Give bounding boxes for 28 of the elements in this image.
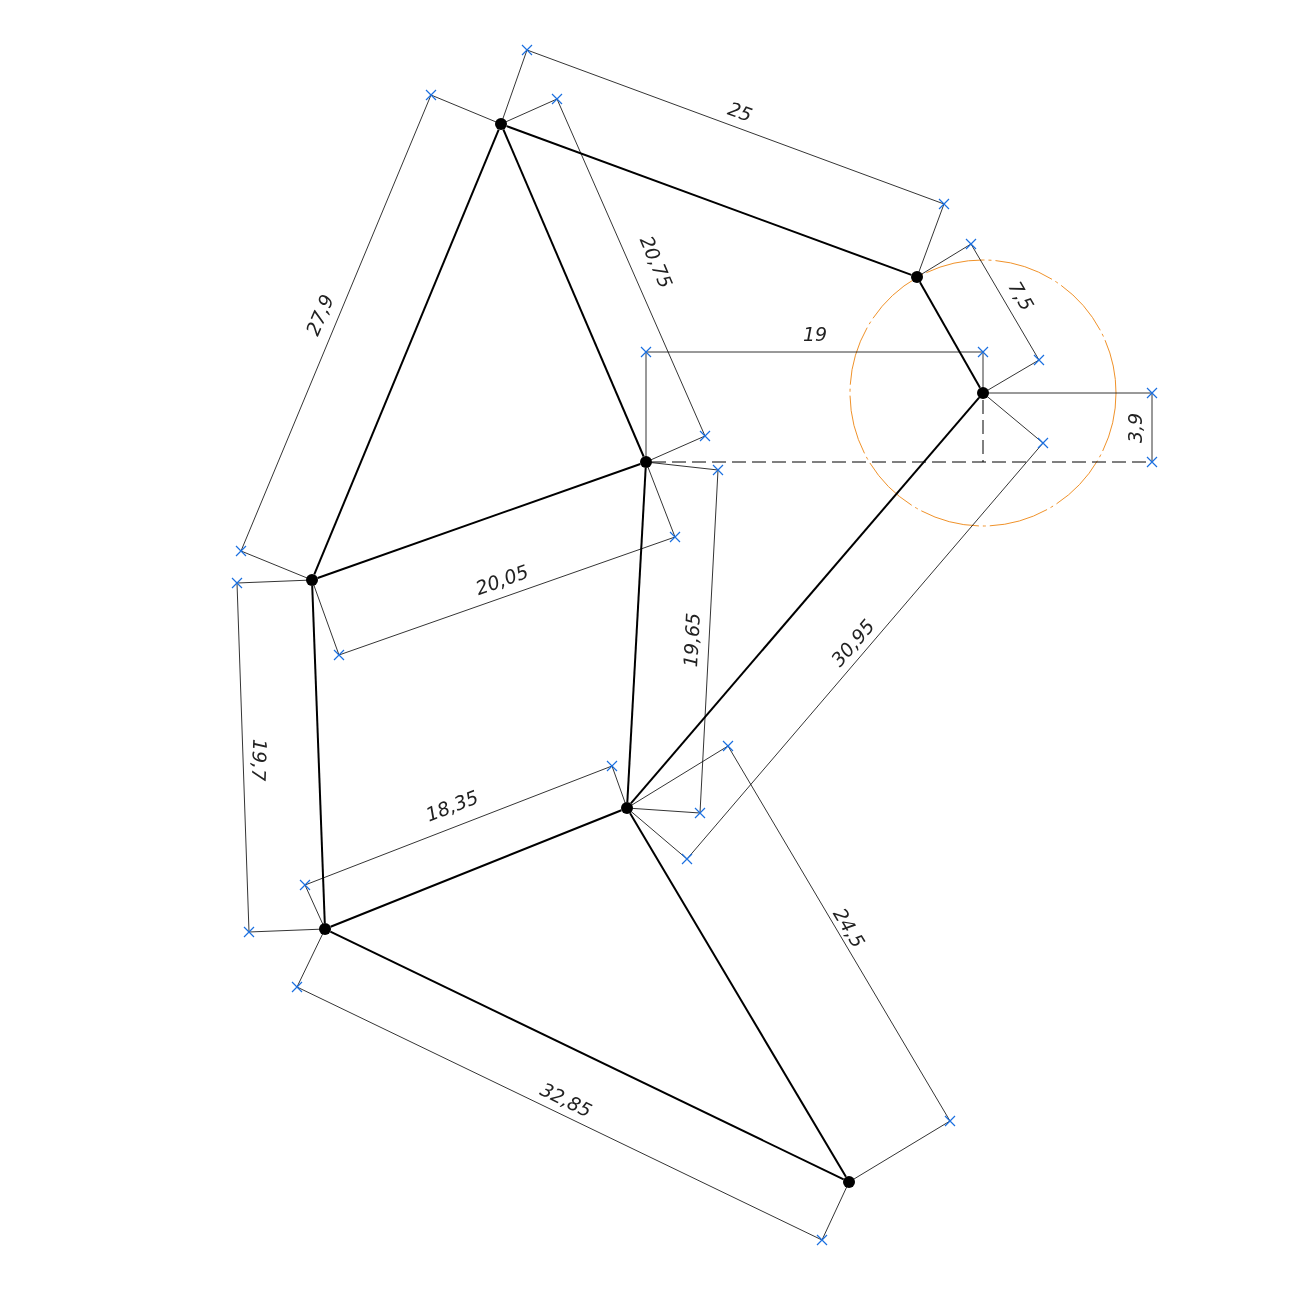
dimension-text: 3,9 — [1125, 412, 1145, 444]
line-segment — [629, 396, 981, 805]
point-dot — [911, 271, 923, 283]
dimension-text: 19,65 — [681, 612, 703, 668]
point-dot — [306, 574, 318, 586]
dimension-text: 27,9 — [303, 291, 337, 339]
line-segment — [918, 281, 982, 389]
dimension-text: 19,7 — [248, 738, 270, 782]
line-segment — [505, 125, 913, 276]
line-segment — [316, 463, 642, 579]
line-segment — [629, 812, 847, 1178]
line-segment — [311, 585, 326, 924]
line-segment — [329, 809, 623, 928]
line-segment — [329, 930, 845, 1181]
point-dot — [843, 1176, 855, 1188]
line-segment — [626, 467, 647, 803]
dimension-text: 7,5 — [1005, 278, 1037, 314]
line-segment — [502, 128, 645, 458]
point-dot — [495, 118, 507, 130]
point-dot — [977, 387, 989, 399]
dimension-text: 19 — [802, 324, 828, 344]
dimension-text: 20,05 — [473, 561, 531, 599]
point-dot — [319, 923, 331, 935]
dimension-text: 18,35 — [423, 787, 481, 825]
line-segment — [313, 128, 500, 576]
point-dot — [621, 802, 633, 814]
point-dot — [640, 456, 652, 468]
dimension-text: 25 — [725, 98, 755, 126]
